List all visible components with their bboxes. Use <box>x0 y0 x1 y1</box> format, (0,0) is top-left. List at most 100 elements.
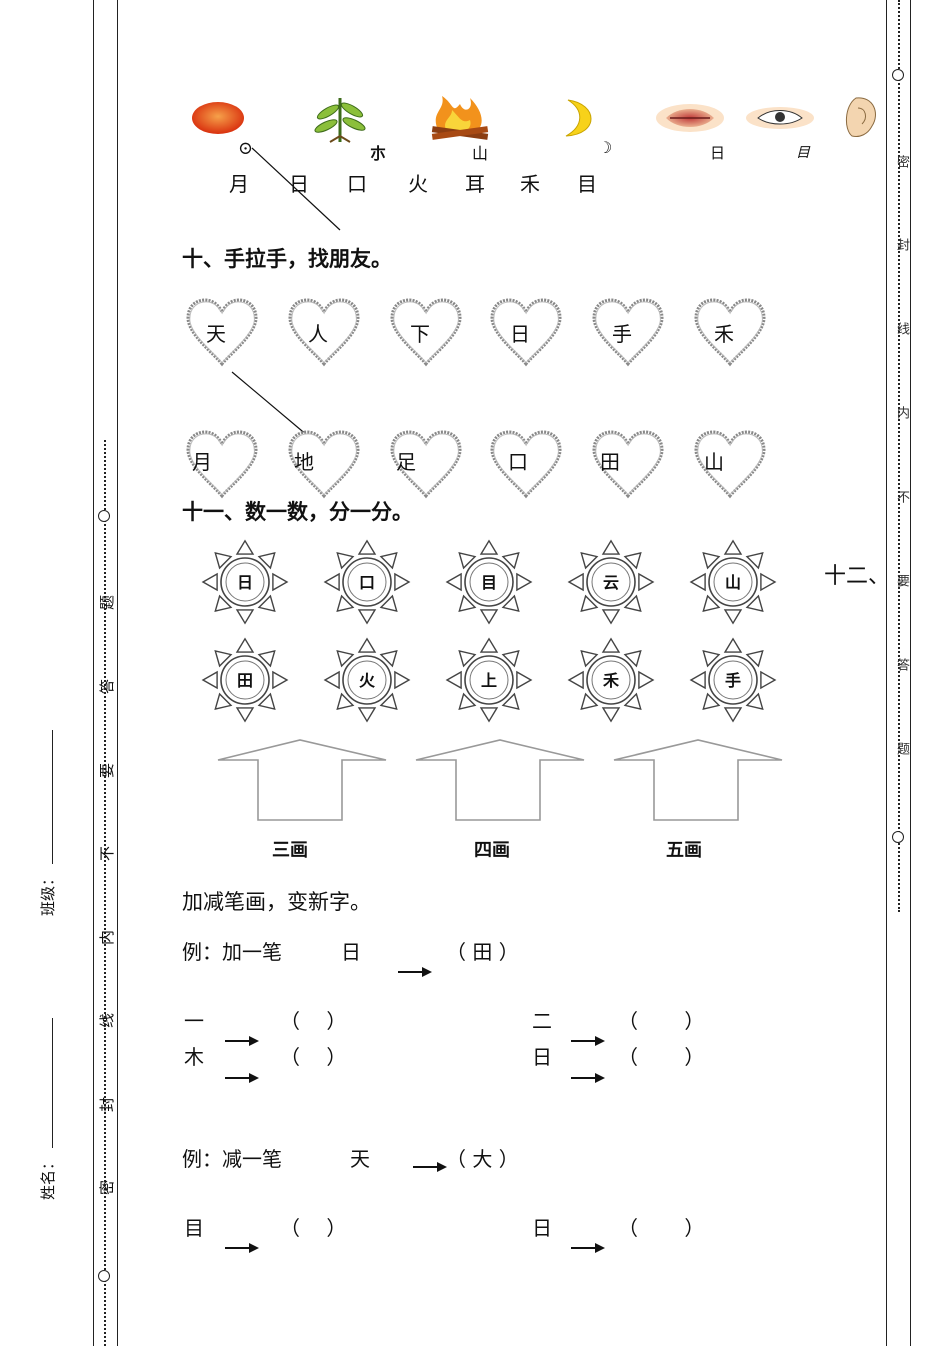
sun-shape <box>323 637 411 723</box>
add-item-blank[interactable]: （ ） <box>280 1009 347 1033</box>
sun-shape <box>689 637 777 723</box>
heart-char: 山 <box>704 450 724 474</box>
heart-card[interactable]: 天 <box>184 298 260 368</box>
match-char[interactable]: 月 <box>229 172 249 196</box>
heart-card[interactable]: 禾 <box>692 298 768 368</box>
left-seal-char: 答 <box>98 678 116 694</box>
right-arrow-icon <box>571 1031 605 1046</box>
ancient-glyph: ☽ <box>598 138 613 157</box>
add-item-blank[interactable]: （ ） <box>618 1009 705 1033</box>
right-border-inner <box>886 0 887 1346</box>
heart-card[interactable]: 足 <box>388 430 464 500</box>
match-char[interactable]: 口 <box>347 172 367 196</box>
sun-card[interactable]: 口 <box>313 538 421 628</box>
heart-char: 月 <box>192 450 212 474</box>
sun-char: 手 <box>724 671 741 690</box>
ancient-glyph: 日 <box>710 144 726 162</box>
heart-card[interactable]: 人 <box>286 298 362 368</box>
sun-card[interactable]: 禾 <box>557 636 665 726</box>
sun-card[interactable]: 目 <box>435 538 543 628</box>
sun-char: 山 <box>724 573 741 592</box>
name-underline[interactable] <box>52 1018 53 1148</box>
right-seal-char: 内 <box>894 406 909 421</box>
right-seal-char: 题 <box>894 742 909 757</box>
heart-card[interactable]: 日 <box>488 298 564 368</box>
heart-card[interactable]: 口 <box>488 430 564 500</box>
sun-char: 口 <box>358 573 375 592</box>
heart-card[interactable]: 月 <box>184 430 260 500</box>
sun-char: 火 <box>358 671 375 690</box>
section-11-title: 十一、数一数，分一分。 <box>182 500 413 524</box>
heart-card[interactable]: 田 <box>590 430 666 500</box>
left-border-outer <box>93 0 94 1346</box>
section-10-title: 十、手拉手，找朋友。 <box>182 247 392 271</box>
add-item-char: 二 <box>532 1009 552 1033</box>
match-char[interactable]: 耳 <box>465 172 485 196</box>
left-seal-char: 要 <box>98 762 116 778</box>
heart-char: 禾 <box>714 322 734 346</box>
sun-card[interactable]: 手 <box>679 636 787 726</box>
match-char[interactable]: 火 <box>408 172 428 196</box>
fire-picture <box>431 96 489 140</box>
left-seal-char: 封 <box>98 1096 116 1112</box>
heart-shape <box>390 430 462 499</box>
heart-card[interactable]: 手 <box>590 298 666 368</box>
heart-card[interactable]: 地 <box>286 430 362 500</box>
sun-card[interactable]: 山 <box>679 538 787 628</box>
right-border-outer <box>910 0 911 1346</box>
left-seal-dotted-line <box>104 440 106 1346</box>
heart-char: 田 <box>600 450 620 474</box>
sun-card[interactable]: 日 <box>191 538 299 628</box>
sun-char: 云 <box>602 573 619 592</box>
arrow-box-three-strokes <box>217 739 387 821</box>
add-item-blank[interactable]: （ ） <box>618 1045 705 1069</box>
sun-char: 田 <box>236 671 253 690</box>
heart-card[interactable]: 下 <box>388 298 464 368</box>
class-label: 班级： <box>39 870 57 916</box>
sun-shape <box>445 637 533 723</box>
heart-shape <box>592 430 664 499</box>
seal-circle <box>892 69 904 81</box>
right-seal-char: 密 <box>894 155 909 170</box>
add-item-char: 一 <box>184 1009 204 1033</box>
remove-example-label: 例：减一笔 <box>182 1147 282 1171</box>
remove-example-answer: （ 大 ） <box>446 1147 519 1171</box>
arrow-box-four-strokes <box>415 739 585 821</box>
sun-char: 目 <box>480 573 497 592</box>
seal-circle <box>98 1270 110 1282</box>
sun-char: 日 <box>236 573 253 592</box>
heart-card[interactable]: 山 <box>692 430 768 500</box>
heart-char: 手 <box>612 322 632 346</box>
moon-picture <box>565 99 592 137</box>
match-char[interactable]: 目 <box>577 172 597 196</box>
sun-shape <box>689 539 777 625</box>
right-arrow-icon <box>571 1068 605 1083</box>
left-seal-char: 线 <box>98 1012 116 1028</box>
heart-char: 下 <box>410 322 430 346</box>
remove-item-blank[interactable]: （ ） <box>618 1216 705 1240</box>
mouth-picture <box>656 104 724 132</box>
sun-card[interactable]: 云 <box>557 538 665 628</box>
add-example-answer: （ 田 ） <box>446 940 519 964</box>
add-example-char: 日 <box>341 940 361 964</box>
sun-card[interactable]: 上 <box>435 636 543 726</box>
sun-shape <box>201 539 289 625</box>
heart-char: 足 <box>396 450 416 474</box>
match-char[interactable]: 禾 <box>520 172 540 196</box>
sun-shape <box>201 637 289 723</box>
class-underline[interactable] <box>52 730 53 864</box>
remove-item-char: 目 <box>184 1216 204 1240</box>
right-seal-char: 答 <box>894 658 909 673</box>
sun-card[interactable]: 田 <box>191 636 299 726</box>
left-seal-char: 题 <box>98 594 116 610</box>
grain-plant-picture <box>314 98 366 143</box>
remove-item-blank[interactable]: （ ） <box>280 1216 347 1240</box>
heart-char: 人 <box>308 322 328 346</box>
add-item-blank[interactable]: （ ） <box>280 1045 347 1069</box>
left-border-inner <box>117 0 118 1346</box>
right-seal-char: 线 <box>894 322 909 337</box>
category-arrows <box>217 739 783 821</box>
sun-card[interactable]: 火 <box>313 636 421 726</box>
add-remove-title: 加减笔画，变新字。 <box>182 890 371 914</box>
match-char[interactable]: 日 <box>289 172 309 196</box>
